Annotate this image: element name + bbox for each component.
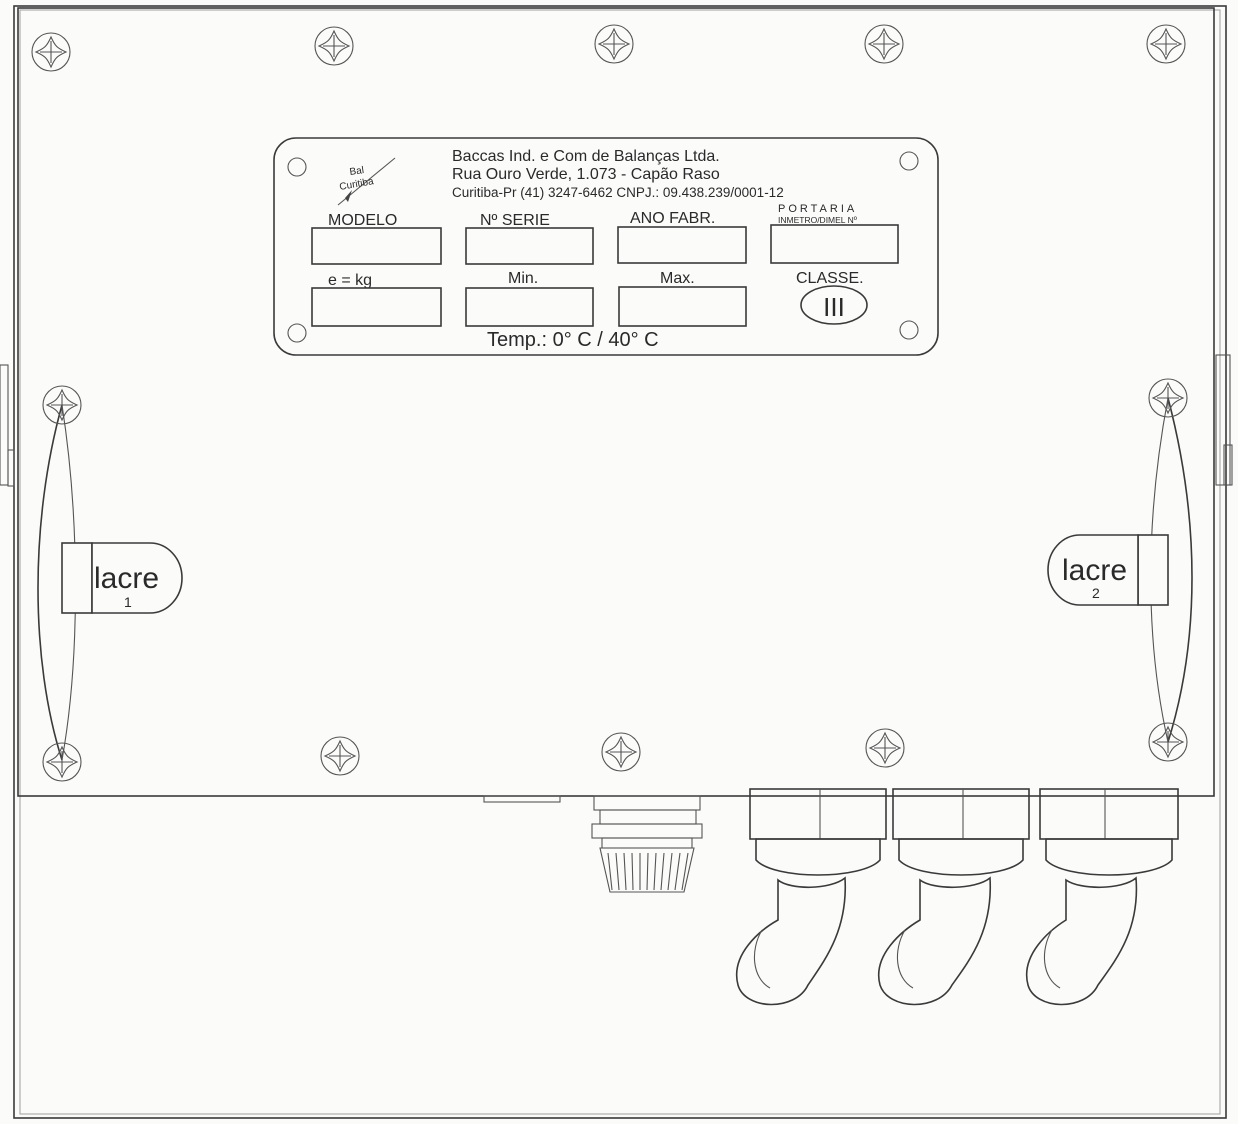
- serie-box: [465, 227, 594, 265]
- ano-box: [617, 226, 747, 264]
- e-box: [311, 287, 442, 327]
- label-max: Max.: [660, 270, 695, 287]
- company-address: Rua Ouro Verde, 1.073 - Capão Raso: [452, 166, 720, 183]
- classe-value: III: [823, 292, 845, 322]
- seal-1-number: 1: [124, 594, 132, 610]
- cable-gland-1: [735, 788, 887, 1006]
- company-contact: Curitiba-Pr (41) 3247-6462 CNPJ.: 09.438…: [452, 185, 784, 200]
- seal-1: lacre 1: [61, 542, 183, 614]
- portaria-box: [770, 224, 899, 264]
- company-name: Baccas Ind. e Com de Balanças Ltda.: [452, 148, 720, 165]
- screw-icon: [42, 742, 82, 782]
- connector-slot: [483, 795, 561, 803]
- screw-icon: [594, 24, 634, 64]
- max-box: [618, 286, 747, 327]
- min-box: [465, 287, 594, 327]
- seal-1-label: lacre: [94, 562, 159, 595]
- classe-emblem: [800, 285, 868, 325]
- fuse-holder: [591, 795, 703, 893]
- seal-2: lacre 2: [1047, 534, 1169, 606]
- screw-icon: [42, 385, 82, 425]
- seal-2-number: 2: [1092, 585, 1100, 601]
- temperature-range: Temp.: 0° C / 40° C: [487, 329, 659, 351]
- screw-icon: [1146, 24, 1186, 64]
- screw-icon: [864, 24, 904, 64]
- label-inmetro: INMETRO/DIMEL Nº: [778, 215, 857, 225]
- screw-icon: [31, 32, 71, 72]
- cable-gland-3: [1025, 788, 1179, 1006]
- seal-2-label: lacre: [1062, 554, 1127, 587]
- cable-gland-2: [877, 788, 1030, 1006]
- label-modelo: MODELO: [328, 212, 397, 229]
- base-plate: [13, 5, 1227, 1119]
- label-classe: CLASSE.: [796, 270, 864, 287]
- label-portaria: PORTARIA: [778, 203, 857, 215]
- screw-icon: [601, 732, 641, 772]
- screw-icon: [314, 26, 354, 66]
- right-bracket: [1215, 354, 1233, 486]
- modelo-box: [311, 227, 442, 265]
- screw-icon: [320, 736, 360, 776]
- nameplate: Bal Curitiba Baccas Ind. e Com de Balanç…: [273, 137, 939, 356]
- screw-icon: [1148, 722, 1188, 762]
- label-e: e = kg: [328, 272, 372, 289]
- label-ano: ANO FABR.: [630, 210, 715, 227]
- screw-icon: [1148, 378, 1188, 418]
- label-min: Min.: [508, 270, 538, 287]
- left-bracket: [0, 364, 15, 487]
- screw-icon: [865, 728, 905, 768]
- cover-plate: [17, 7, 1215, 797]
- logo-text-top: Bal: [349, 165, 365, 178]
- label-serie: Nº SERIE: [480, 212, 550, 229]
